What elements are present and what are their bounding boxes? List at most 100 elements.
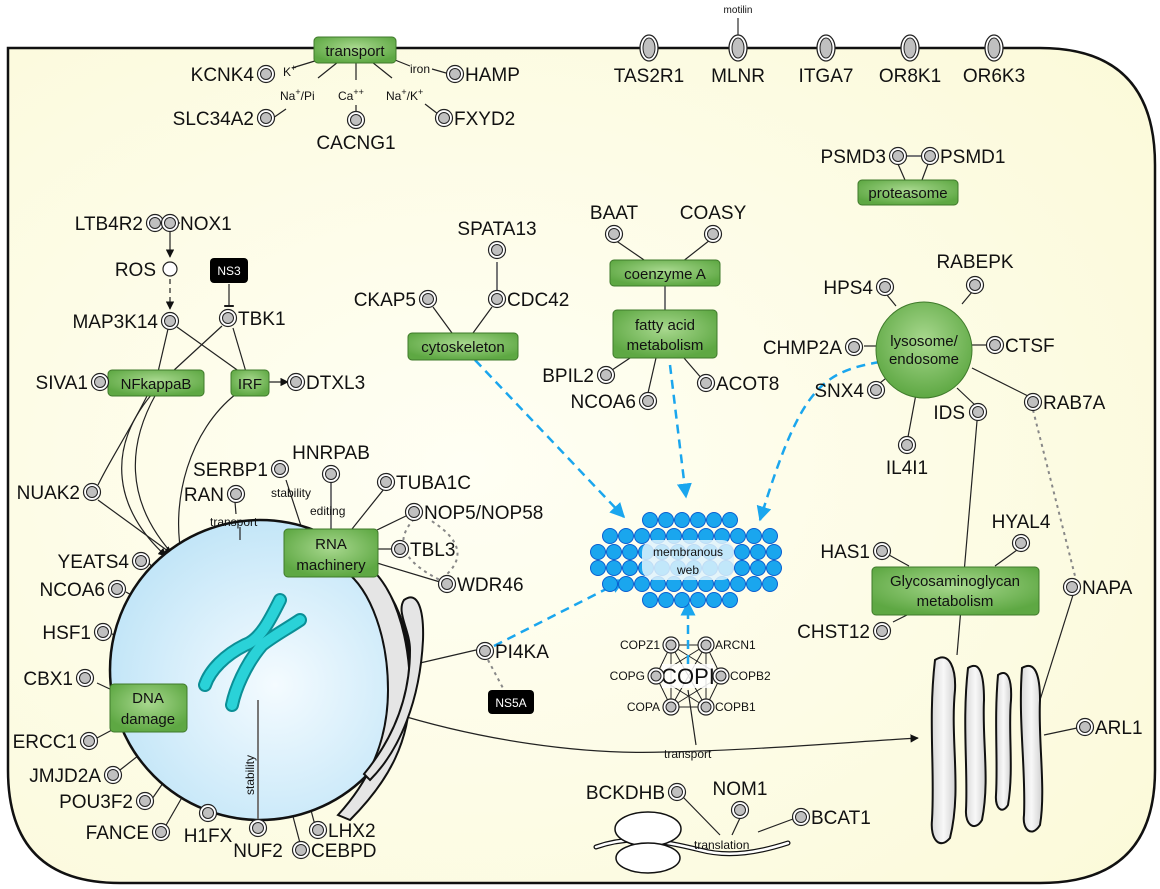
gene-label: HSF1 — [42, 623, 91, 644]
module-glycosaminoglycan-metabolism[interactable]: Glycosaminoglycan metabolism — [871, 566, 1040, 616]
gene-node-copb1[interactable]: COPB1 — [697, 698, 756, 716]
viral-protein-ns5a[interactable]: NS5A — [488, 690, 534, 714]
web-vesicle — [766, 544, 782, 560]
gene-node-ctsf[interactable]: CTSF — [985, 335, 1055, 357]
gene-node-nop5[interactable]: NOP5/NOP58 — [404, 502, 544, 524]
gene-node-kcnk4[interactable]: KCNK4 — [191, 64, 276, 86]
receptor-OR8K1[interactable]: OR8K1 — [879, 34, 941, 87]
gene-node-copb2[interactable]: COPB2 — [712, 667, 771, 685]
gene-node-nuak2[interactable]: NUAK2 — [17, 482, 102, 504]
gene-node-chmp2a[interactable]: CHMP2A — [763, 337, 864, 359]
receptor-group: motilin TAS2R1 MLNR ITGA7 OR8K1 OR6K3 — [614, 5, 1025, 87]
module-dna-damage[interactable]: DNA damage — [109, 683, 188, 733]
web-vesicle — [746, 576, 762, 592]
gene-node-slc34a2[interactable]: SLC34A2 — [173, 108, 276, 130]
gene-label: H1FX — [184, 826, 233, 847]
gene-node-ltb4r2[interactable]: LTB4R2 — [75, 213, 165, 235]
gene-node-snx4[interactable]: SNX4 — [814, 380, 886, 402]
gene-node-ncoa6_fa[interactable]: NCOA6 — [571, 391, 658, 413]
edge-label-na-pi: Na+/Pi — [280, 87, 315, 103]
gene-node-arcn1[interactable]: ARCN1 — [697, 636, 756, 654]
gene-node-hamp[interactable]: HAMP — [445, 64, 520, 86]
gene-node-spata13[interactable]: SPATA13 — [457, 219, 537, 260]
gene-node-psmd1[interactable]: PSMD1 — [920, 146, 1006, 168]
gene-node-fxyd2[interactable]: FXYD2 — [434, 108, 516, 130]
gene-node-pi4ka[interactable]: PI4KA — [475, 641, 550, 663]
gene-node-ckap5[interactable]: CKAP5 — [354, 289, 438, 311]
golgi-apparatus — [930, 656, 1044, 845]
gene-node-cbx1[interactable]: CBX1 — [23, 668, 95, 690]
gene-node-acot8[interactable]: ACOT8 — [696, 373, 780, 395]
gene-node-dtxl3[interactable]: DTXL3 — [286, 372, 366, 394]
viral-protein-ns3[interactable]: NS3 — [210, 258, 248, 283]
gene-node-tbl3[interactable]: TBL3 — [390, 539, 456, 561]
module-lysosome-endosome[interactable]: lysosome/ endosome — [875, 301, 973, 399]
module-fatty-acid-metabolism[interactable]: fatty acid metabolism — [612, 309, 718, 359]
gene-node-nox1[interactable]: NOX1 — [160, 213, 232, 235]
metabolite-ros[interactable]: ROS — [115, 260, 178, 281]
gene-node-serbp1[interactable]: SERBP1 — [193, 459, 290, 481]
gene-node-pou3f2[interactable]: POU3F2 — [59, 791, 155, 813]
gene-node-tuba1c[interactable]: TUBA1C — [376, 472, 471, 494]
gene-node-fance[interactable]: FANCE — [86, 822, 171, 844]
gene-label: BCKDHB — [586, 783, 665, 804]
gene-label: FXYD2 — [454, 109, 515, 130]
gene-node-bckdhb[interactable]: BCKDHB — [586, 782, 687, 804]
module-cytoskeleton[interactable]: cytoskeleton — [407, 332, 519, 361]
web-vesicle — [722, 512, 738, 528]
receptor-MLNR[interactable]: MLNR — [711, 34, 765, 87]
gene-node-napa[interactable]: NAPA — [1062, 577, 1133, 599]
gene-label: CEBPD — [311, 841, 376, 862]
gene-node-cacng1[interactable]: CACNG1 — [316, 110, 396, 155]
web-vesicle — [634, 528, 650, 544]
gene-node-arl1[interactable]: ARL1 — [1075, 717, 1143, 739]
gene-node-ercc1[interactable]: ERCC1 — [13, 731, 99, 753]
gene-node-hps4[interactable]: HPS4 — [823, 277, 895, 299]
module-rna-machinery[interactable]: RNA machinery — [283, 528, 379, 578]
gene-node-tbk1[interactable]: TBK1 — [218, 308, 286, 330]
gene-node-siva1[interactable]: SIVA1 — [36, 372, 110, 394]
gene-node-yeats4[interactable]: YEATS4 — [58, 551, 151, 573]
receptor-TAS2R1[interactable]: TAS2R1 — [614, 34, 684, 87]
gene-node-wdr46[interactable]: WDR46 — [437, 574, 524, 596]
gene-node-lhx2[interactable]: LHX2 — [308, 820, 376, 842]
gene-node-hsf1[interactable]: HSF1 — [42, 622, 113, 644]
web-vesicle — [634, 576, 650, 592]
gene-node-copa[interactable]: COPA — [627, 698, 680, 716]
gene-node-jmjd2a[interactable]: JMJD2A — [29, 765, 123, 787]
gene-node-copz1[interactable]: COPZ1 — [620, 636, 680, 654]
edge-label-stability-nuf2: stability — [243, 755, 257, 795]
gene-node-map3k14[interactable]: MAP3K14 — [72, 311, 180, 333]
receptor-ITGA7[interactable]: ITGA7 — [799, 34, 854, 87]
gene-node-coasy[interactable]: COASY — [680, 203, 747, 244]
gene-node-h1fx[interactable]: H1FX — [184, 803, 233, 848]
module-transport[interactable]: transport — [313, 36, 397, 64]
gene-node-copg[interactable]: COPG — [610, 667, 665, 685]
gene-node-bcat1[interactable]: BCAT1 — [791, 807, 871, 829]
gene-node-bpil2[interactable]: BPIL2 — [542, 365, 616, 387]
gene-node-rab7a[interactable]: RAB7A — [1023, 392, 1106, 414]
gene-node-has1[interactable]: HAS1 — [820, 541, 892, 563]
gene-node-hyal4[interactable]: HYAL4 — [992, 512, 1051, 553]
gene-node-psmd3[interactable]: PSMD3 — [821, 146, 908, 168]
module-proteasome[interactable]: proteasome — [857, 179, 959, 206]
gene-node-hnrpab[interactable]: HNRPAB — [292, 443, 370, 484]
gene-node-nuf2[interactable]: NUF2 — [233, 818, 283, 863]
module-nfkappab[interactable]: NFkappaB — [107, 369, 205, 397]
gene-node-nom1[interactable]: NOM1 — [713, 779, 768, 820]
gene-node-rabepk[interactable]: RABEPK — [936, 252, 1014, 295]
web-vesicle — [606, 560, 622, 576]
gene-node-baat[interactable]: BAAT — [590, 203, 639, 244]
gene-node-chst12[interactable]: CHST12 — [797, 621, 892, 643]
gene-node-ncoa6[interactable]: NCOA6 — [40, 579, 127, 601]
module-coenzyme-a[interactable]: coenzyme A — [609, 259, 721, 287]
gene-node-ids[interactable]: IDS — [933, 402, 988, 424]
gene-node-cebpd[interactable]: CEBPD — [291, 840, 377, 862]
module-irf[interactable]: IRF — [230, 369, 270, 397]
gene-node-il4i1[interactable]: IL4I1 — [886, 435, 928, 480]
gene-node-ran[interactable]: RAN — [184, 484, 246, 506]
gene-node-cdc42[interactable]: CDC42 — [487, 289, 570, 311]
receptor-OR6K3[interactable]: OR6K3 — [963, 34, 1025, 87]
